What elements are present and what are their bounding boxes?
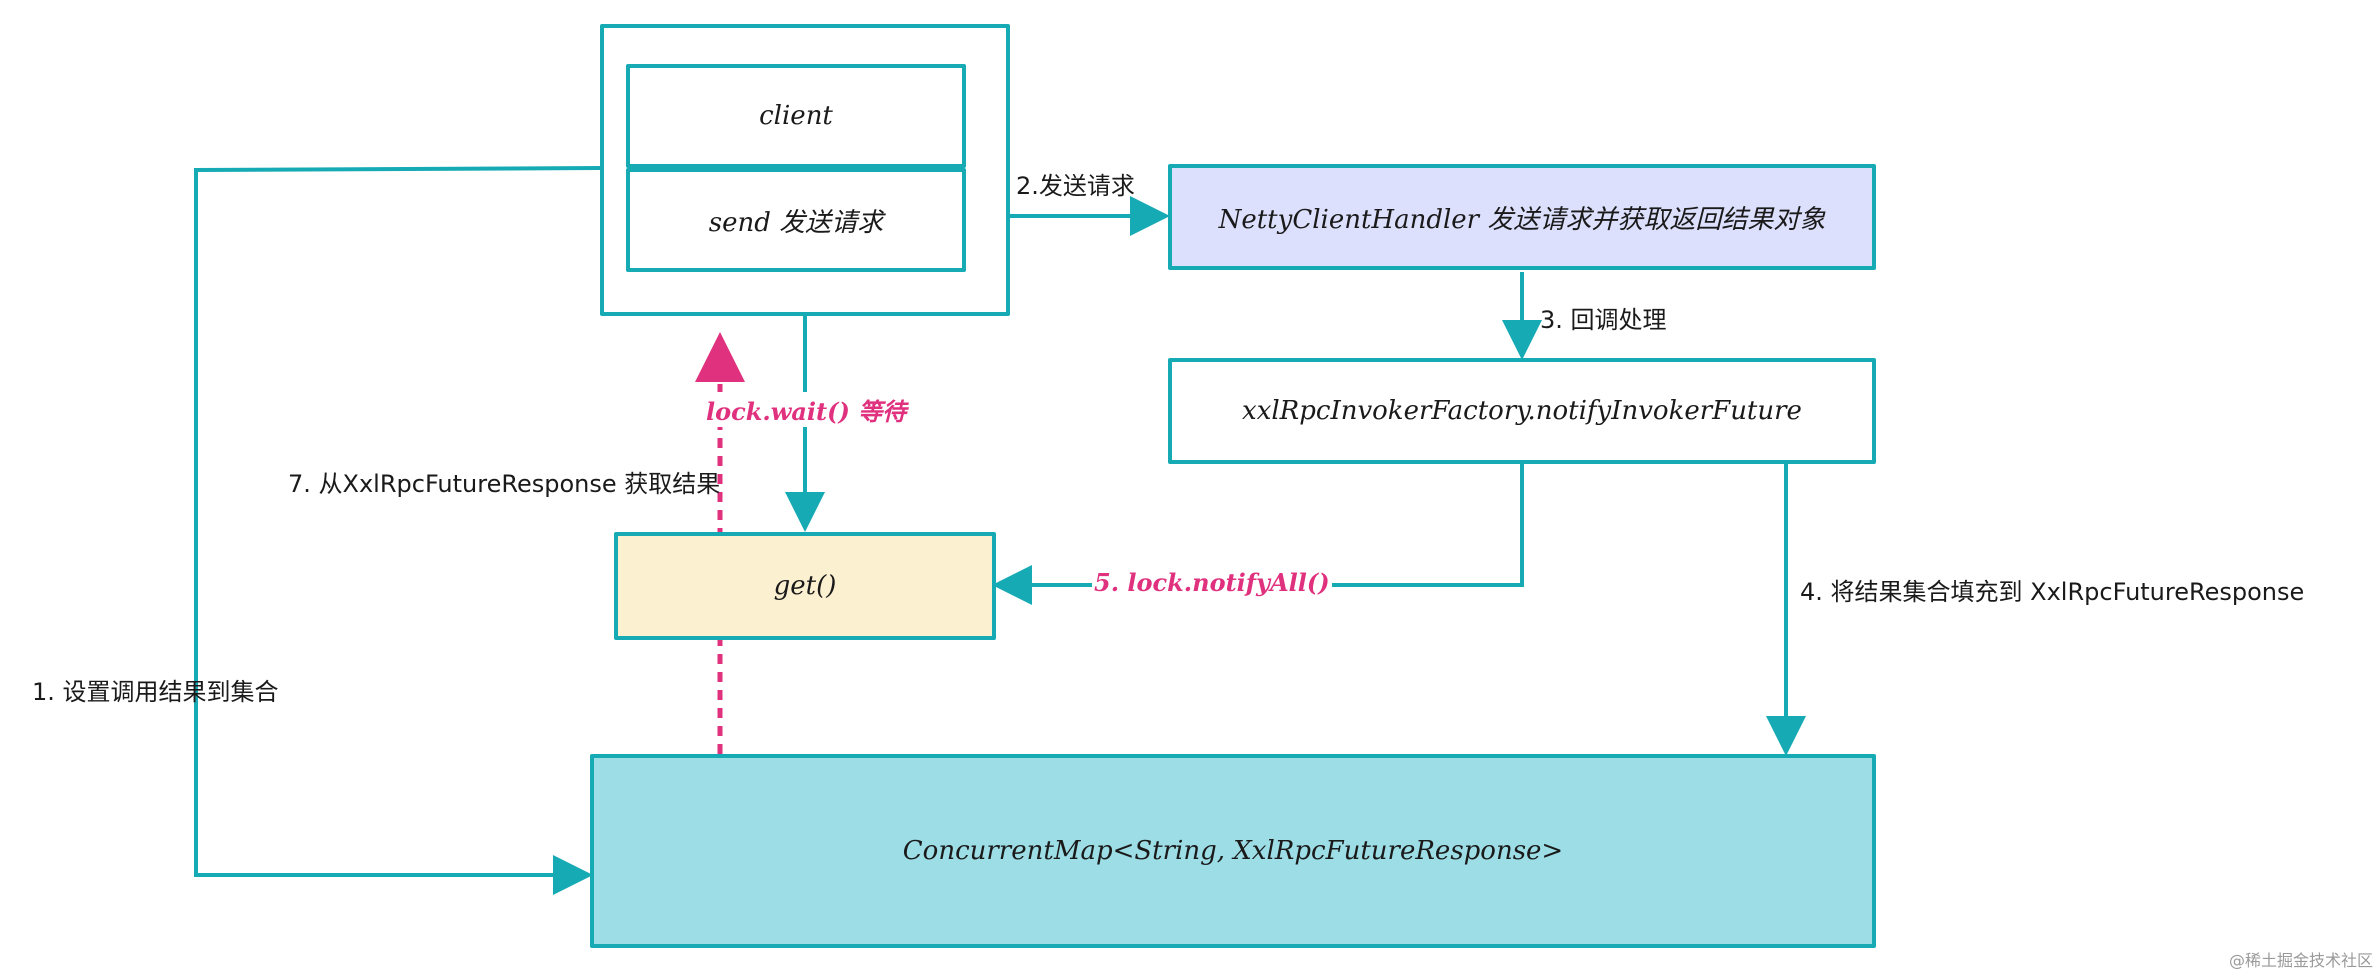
- step6-label: lock.wait() 等待: [704, 392, 909, 427]
- step3-label: 3. 回调处理: [1540, 306, 1667, 334]
- arrow-step5: [992, 464, 1524, 605]
- netty-client-handler-label: NettyClientHandler 发送请求并获取返回结果对象: [1218, 204, 1826, 235]
- concurrent-map-box: ConcurrentMap<String, XxlRpcFutureRespon…: [590, 754, 1876, 948]
- concurrent-map-label: ConcurrentMap<String, XxlRpcFutureRespon…: [902, 836, 1564, 866]
- netty-client-handler-box: NettyClientHandler 发送请求并获取返回结果对象: [1168, 164, 1876, 270]
- step1-label: 1. 设置调用结果到集合: [32, 678, 279, 706]
- client-box: client: [626, 64, 966, 168]
- notify-invoker-future-box: xxlRpcInvokerFactory.notifyInvokerFuture: [1168, 358, 1876, 464]
- step2-label: 2.发送请求: [1016, 172, 1135, 200]
- step5-label: 5. lock.notifyAll(): [1092, 568, 1332, 597]
- get-label: get(): [773, 571, 837, 601]
- get-box: get(): [614, 532, 996, 640]
- step7-label: 7. 从XxlRpcFutureResponse 获取结果: [288, 470, 721, 498]
- arrow-step1: [194, 166, 601, 895]
- send-label: send 发送请求: [708, 207, 884, 238]
- client-label: client: [759, 101, 833, 131]
- send-box: send 发送请求: [626, 168, 966, 272]
- step4-label: 4. 将结果集合填充到 XxlRpcFutureResponse: [1800, 578, 2305, 606]
- notify-invoker-future-label: xxlRpcInvokerFactory.notifyInvokerFuture: [1242, 396, 1802, 426]
- watermark: @稀土掘金技术社区: [2228, 951, 2373, 970]
- client-container: [600, 24, 1010, 316]
